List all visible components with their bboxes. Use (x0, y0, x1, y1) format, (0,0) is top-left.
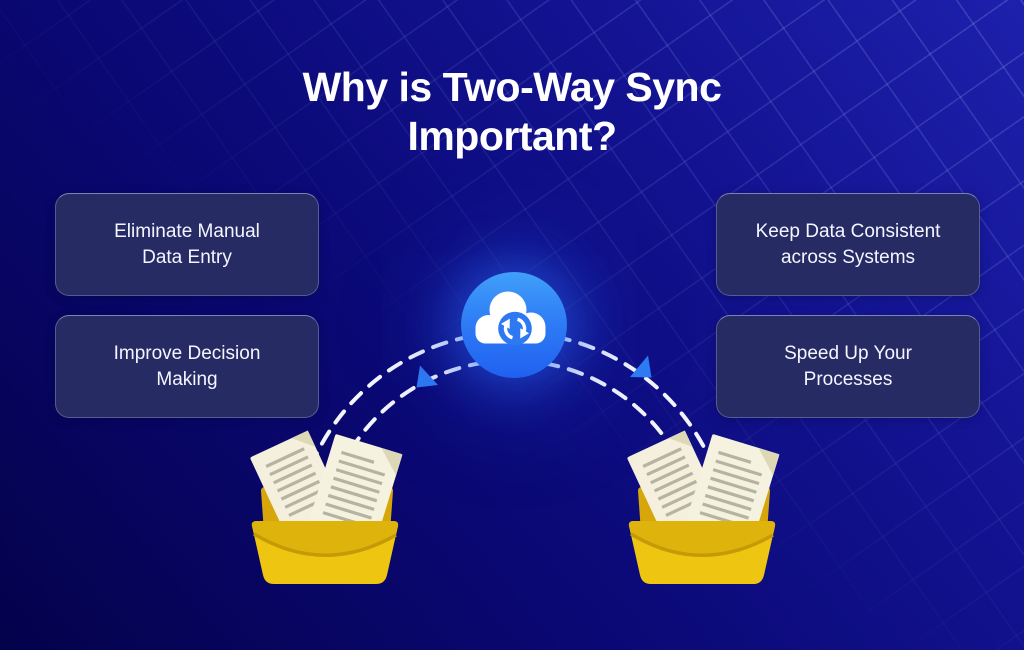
benefit-card-label: Improve Decision Making (74, 341, 300, 393)
page-title-line-1: Why is Two-Way Sync (302, 64, 722, 110)
benefit-card-label-line: Data Entry (142, 246, 232, 268)
benefit-card-improve-decision-making: Improve Decision Making (55, 315, 319, 418)
sync-disc (498, 311, 532, 346)
benefit-card-label-line: Improve Decision (113, 342, 261, 364)
page-title: Why is Two-Way Sync Important? (0, 63, 1024, 161)
page-title-line-2: Important? (407, 113, 617, 159)
folded-corner (758, 447, 780, 476)
benefit-card-label-line: Eliminate Manual (114, 220, 260, 242)
document-icon (684, 434, 780, 546)
benefit-card-label-line: Making (156, 368, 218, 390)
folded-corner (668, 430, 693, 447)
benefit-card-label: Speed Up Your Processes (735, 341, 961, 393)
folder-front (251, 521, 399, 584)
folder-documents-right (615, 428, 787, 590)
open-folder-icon (627, 430, 780, 584)
benefit-card-keep-data-consistent: Keep Data Consistent across Systems (716, 193, 980, 296)
folder-documents-left (238, 428, 410, 590)
cloud-sync-icon (475, 291, 546, 346)
folded-corner (381, 447, 403, 476)
benefit-card-label-line: across Systems (780, 246, 916, 268)
benefit-card-label: Eliminate Manual Data Entry (74, 219, 300, 271)
two-way-arrows-icon (500, 317, 530, 340)
open-folder-icon (250, 430, 403, 584)
benefit-card-label-line: Speed Up Your (784, 342, 912, 364)
benefit-card-eliminate-manual-data-entry: Eliminate Manual Data Entry (55, 193, 319, 296)
document-icon (307, 434, 403, 546)
benefit-card-label-line: Keep Data Consistent (755, 220, 941, 242)
folder-front (628, 521, 776, 584)
benefit-card-label: Keep Data Consistent across Systems (735, 219, 961, 271)
benefit-card-label-line: Processes (803, 368, 893, 390)
folded-corner (291, 430, 316, 447)
cloud-sync-badge (461, 272, 567, 378)
benefit-card-speed-up-processes: Speed Up Your Processes (716, 315, 980, 418)
